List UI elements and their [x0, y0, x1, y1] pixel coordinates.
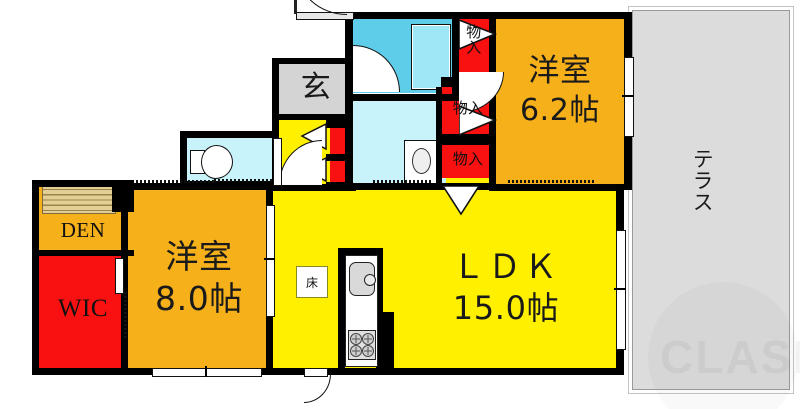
storage-3-label: 物入 — [452, 150, 484, 168]
stove-burner-4-icon — [362, 345, 374, 357]
entrance-door-leaf — [294, 0, 297, 14]
toilet-door-panel[interactable] — [273, 138, 282, 186]
entrance-door-panel[interactable] — [296, 12, 354, 20]
room-label-bedroom-north-size: 6.2帖 — [519, 93, 601, 128]
bedroom-north-window[interactable] — [624, 57, 634, 137]
room-bedroom-north-fill — [495, 18, 624, 190]
wall-storage-divider-2 — [441, 134, 495, 145]
room-label-entrance: 玄 — [300, 70, 332, 105]
threshold-wic — [124, 292, 127, 340]
toko-alcove-label: 床 — [296, 266, 328, 298]
wall-storage-left-upper — [452, 12, 459, 84]
ldk-bottom-door-swing-icon — [304, 374, 331, 403]
room-label-terrace: テラス — [690, 148, 715, 213]
bedroom-west-window-mullion — [205, 366, 207, 377]
stove-burner-1-icon — [350, 333, 362, 345]
room-label-bedroom-west-size: 8.0帖 — [154, 279, 244, 318]
wall-toilet-left — [180, 131, 187, 187]
room-label-ldk-name: ＬＤＫ — [452, 250, 560, 286]
ldk-terrace-door-mullion — [614, 288, 626, 290]
wall-toilet-top — [180, 131, 278, 138]
wall-entrance-left — [272, 58, 279, 188]
stove-burner-2-icon — [362, 333, 374, 345]
threshold-washroom — [373, 180, 431, 183]
wall-kitchen-top — [338, 248, 383, 255]
wall-ldk-top-left — [266, 184, 356, 191]
wall-hall-closet-bottom — [326, 182, 352, 188]
room-ldk-fill — [272, 190, 624, 368]
room-label-bedroom-west-name: 洋室 — [165, 237, 233, 276]
wall-top-den — [32, 180, 127, 187]
room-terrace-fill — [632, 10, 790, 390]
kitchen-faucet-icon — [364, 274, 376, 286]
wall-kitchen-right — [376, 248, 383, 316]
threshold-bedroom-west — [136, 180, 214, 183]
wall-washroom-left — [345, 100, 353, 188]
room-bedroom-west-fill — [127, 190, 272, 368]
wall-kitchen-left — [338, 248, 345, 368]
room-label-ldk-size: 15.0帖 — [452, 289, 560, 327]
ldk-terrace-sliding-door[interactable] — [616, 230, 626, 350]
wall-storage-left-lower — [436, 87, 442, 186]
room-label-den: DEN — [60, 218, 106, 242]
storage-3-fill — [441, 144, 495, 178]
washbasin-icon — [412, 148, 431, 174]
threshold-bedroom-north — [508, 180, 596, 183]
wall-entrance-bottom — [272, 114, 352, 120]
wall-kitchen-right-lower — [376, 312, 394, 368]
wall-den-wic-divider — [38, 250, 134, 256]
stove-burner-3-icon — [350, 345, 362, 357]
threshold-toilet — [214, 179, 272, 182]
wall-toilet-bottom — [180, 181, 272, 187]
wall-bedroom-north-bottom — [489, 184, 624, 191]
wall-bath-left — [345, 12, 353, 100]
wall-washroom-bottom — [345, 183, 495, 190]
bedroom-west-window-south[interactable] — [152, 368, 262, 377]
storage-1-door-icon — [459, 19, 498, 50]
wic-door-panel[interactable] — [115, 258, 124, 294]
toilet-bowl-icon — [201, 145, 233, 179]
room-label-bedroom-north-name: 洋室 — [528, 53, 592, 89]
room-wic-fill — [38, 254, 127, 368]
wall-hall-closet-frame — [326, 120, 352, 128]
wall-bedroom-north-left — [489, 12, 496, 190]
wall-bottom-main — [32, 368, 624, 375]
room-entrance-fill — [278, 63, 350, 119]
wall-left-outer — [32, 180, 39, 375]
terrace-outer-frame — [628, 6, 794, 394]
storage-2-door-icon — [459, 105, 498, 136]
bedroom-north-window-mullion — [622, 95, 634, 97]
storage-1-label: 物入 — [464, 24, 483, 55]
storage-2-label: 物入 — [452, 99, 484, 117]
bedroom-west-sliding-door[interactable] — [266, 205, 275, 317]
wall-wic-bedroom-divider — [121, 186, 128, 368]
den-shelf-icon — [42, 184, 116, 214]
wall-entrance-top — [272, 58, 352, 64]
bedroom-west-sliding-door-mullion — [264, 258, 275, 260]
storage-3-door-icon — [442, 186, 480, 216]
room-label-wic: WIC — [57, 295, 109, 322]
wall-hall-closet-mid — [326, 154, 352, 161]
wall-bath-bottom — [345, 94, 495, 101]
